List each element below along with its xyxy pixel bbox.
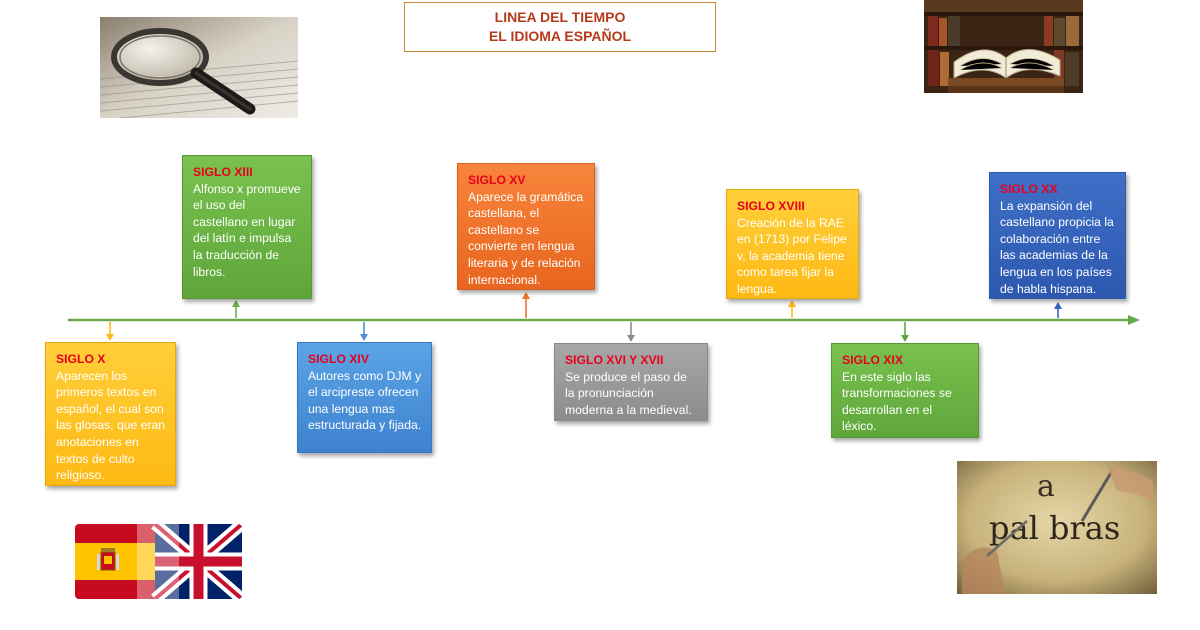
event-description: Aparece la gramática castellana, el cast… <box>468 189 584 287</box>
axis-arrowhead <box>1128 315 1140 325</box>
connector-arrow-siglo-xiv <box>360 334 368 341</box>
connector-arrow-siglo-xiii <box>232 300 240 307</box>
event-card-siglo-xv: SIGLO XV Aparece la gramática castellana… <box>457 163 595 290</box>
event-description: Autores como DJM y el arcipreste ofrecen… <box>308 368 422 433</box>
event-card-siglo-xiv: SIGLO XIV Autores como DJM y el arcipres… <box>297 342 432 453</box>
event-card-siglo-xix: SIGLO XIX En este siglo las transformaci… <box>831 343 979 438</box>
event-heading: SIGLO XIX <box>842 353 903 367</box>
event-card-siglo-xviii: SIGLO XVIII Creación de la RAE en (1713)… <box>726 189 859 299</box>
title-line-2: EL IDIOMA ESPAÑOL <box>488 28 632 44</box>
event-card-siglo-x: SIGLO X Aparecen los primeros textos en … <box>45 342 176 486</box>
event-card-siglo-xvi-xvii: SIGLO XVI Y XVII Se produce el paso de l… <box>554 343 708 421</box>
event-heading: SIGLO XVIII <box>737 199 805 213</box>
connector-arrow-siglo-x <box>106 334 114 341</box>
event-description: Creación de la RAE en (1713) por Felipe … <box>737 215 847 296</box>
timeline-title: LINEA DEL TIEMPO EL IDIOMA ESPAÑOL <box>404 2 716 52</box>
event-description: La expansión del castellano propicia la … <box>1000 198 1114 296</box>
connector-arrow-siglo-xvi <box>627 335 635 342</box>
connector-arrow-siglo-xix <box>901 335 909 342</box>
stack-of-books-icon <box>924 0 1083 93</box>
books-image <box>924 0 1083 93</box>
magnifying-glass-icon <box>100 17 298 118</box>
event-description: En este siglo las transformaciones se de… <box>842 369 952 434</box>
event-heading: SIGLO XIV <box>308 352 369 366</box>
event-heading: SIGLO XVI Y XVII <box>565 353 664 367</box>
event-description: Aparecen los primeros textos en español,… <box>56 368 166 483</box>
connector-arrow-siglo-xv <box>522 292 530 299</box>
event-heading: SIGLO XV <box>468 173 526 187</box>
connector-arrow-siglo-xx <box>1054 302 1062 309</box>
title-line-1: LINEA DEL TIEMPO <box>494 9 626 25</box>
event-heading: SIGLO XX <box>1000 182 1058 196</box>
spain-uk-flags-icon <box>75 524 242 599</box>
flags-image <box>75 524 242 599</box>
palabras-poster-icon: a pal bras <box>957 461 1157 594</box>
magnifying-glass-image <box>100 17 298 118</box>
event-heading: SIGLO X <box>56 352 106 366</box>
event-card-siglo-xx: SIGLO XX La expansión del castellano pro… <box>989 172 1126 299</box>
event-description: Alfonso x promueve el uso del castellano… <box>193 181 301 279</box>
event-description: Se produce el paso de la pronunciación m… <box>565 369 692 417</box>
connector-arrow-siglo-xviii <box>788 300 796 307</box>
event-card-siglo-xiii: SIGLO XIII Alfonso x promueve el uso del… <box>182 155 312 299</box>
poster-word: pal bras <box>989 509 1120 547</box>
poster-letter: a <box>1037 469 1055 504</box>
palabras-image: a pal bras <box>957 461 1157 594</box>
event-heading: SIGLO XIII <box>193 165 253 179</box>
